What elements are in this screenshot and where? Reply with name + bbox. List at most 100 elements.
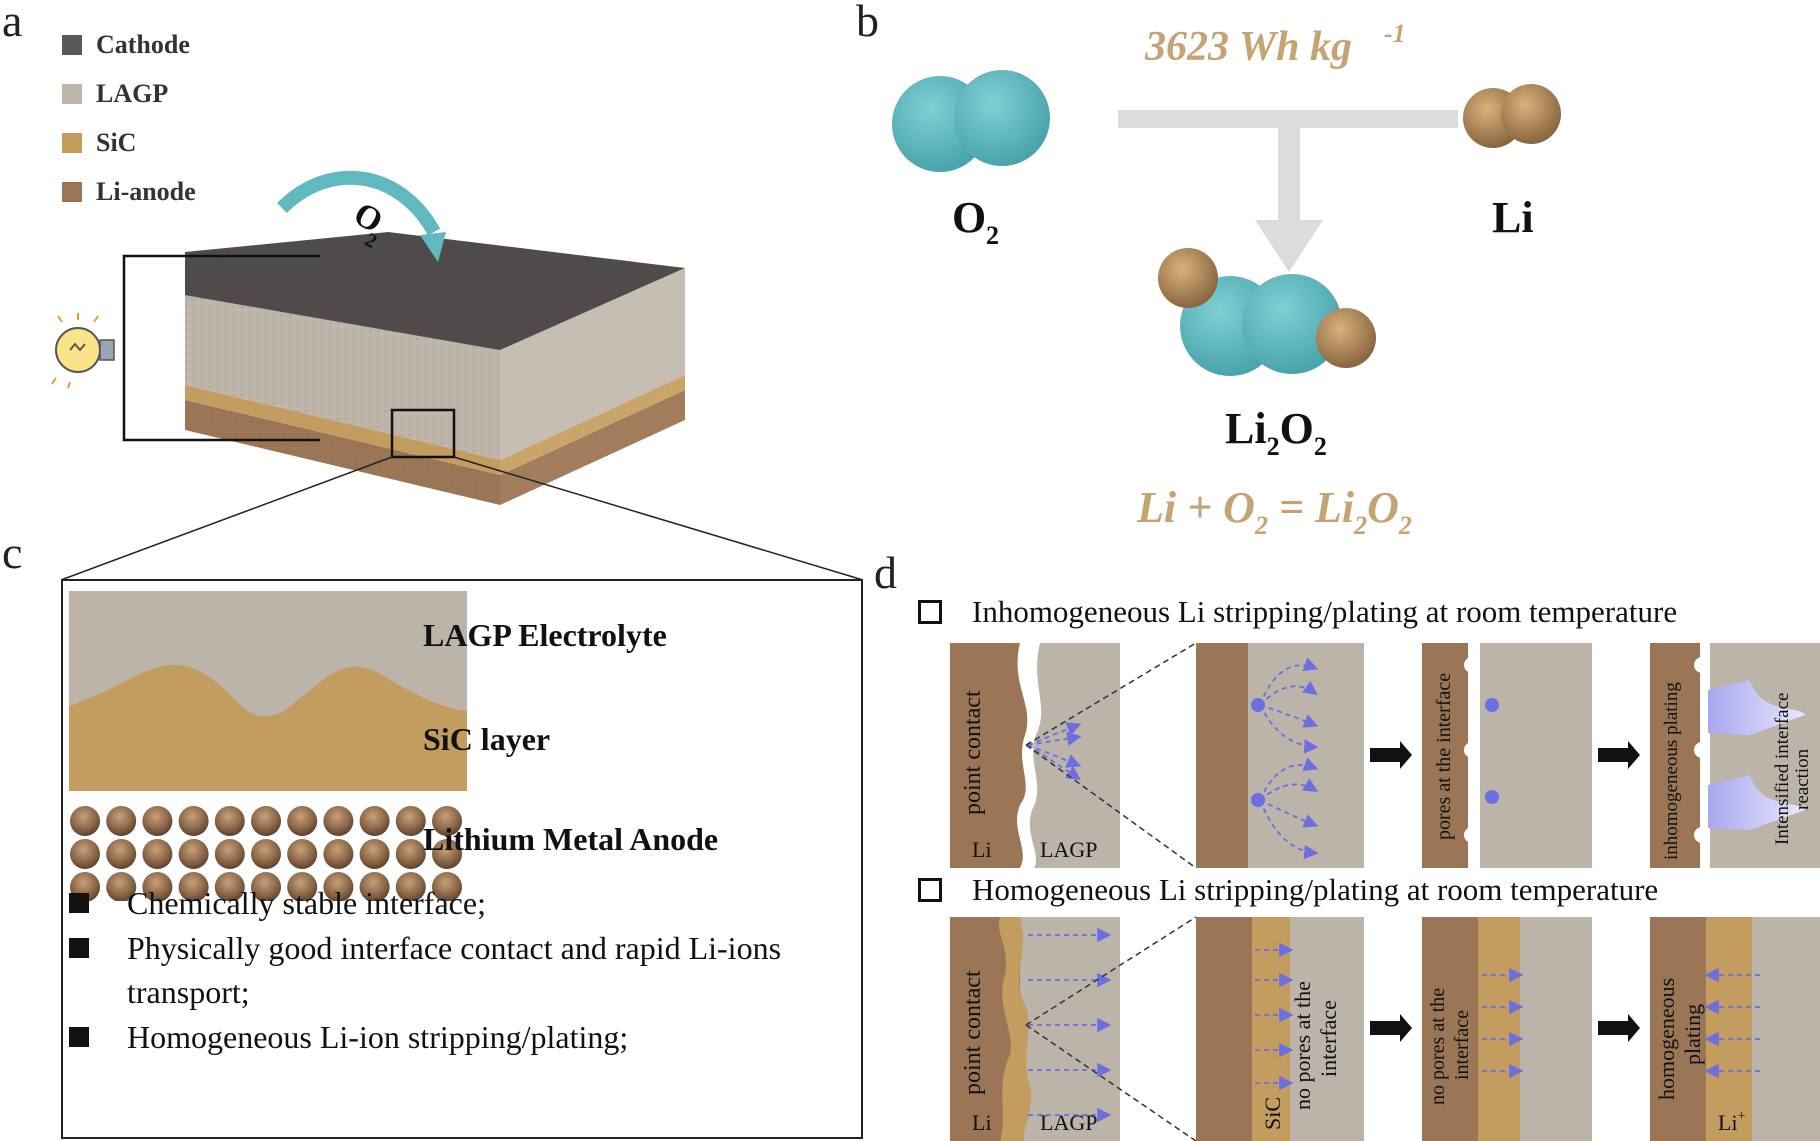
li-sphere: [287, 806, 318, 836]
li-sphere: [251, 839, 281, 869]
swatch-lagp: [62, 83, 82, 104]
li-sphere: [359, 872, 390, 901]
sic-rough: [998, 917, 1032, 1141]
circuit-wire: [122, 254, 320, 442]
product-label: Li2O2: [1225, 404, 1327, 461]
energy-density-label: 3623 Wh kg: [1144, 24, 1352, 70]
t-arrow-head: [1255, 220, 1323, 272]
arrow-right-icon: [1598, 741, 1640, 769]
homogeneous-label-2: plating: [1680, 1004, 1705, 1065]
li-atom-2: [1501, 84, 1561, 144]
li-sphere: [432, 839, 462, 869]
point-contact-label-top: point contact: [960, 690, 986, 815]
li-sphere: [323, 806, 354, 836]
sic-label-d: SiC: [1260, 1097, 1285, 1130]
legend: Cathode LAGP SiC Li-anode: [62, 20, 196, 216]
no-pores-label-2: interface: [1316, 1000, 1341, 1077]
reaction-equation: Li + O2 = Li2O2: [1136, 483, 1412, 540]
product-li-1: [1158, 248, 1218, 308]
li-sphere: [106, 806, 137, 836]
swatch-li-anode: [62, 181, 82, 202]
layer-cross-section: [69, 591, 467, 901]
li-ion-label: Li+: [1718, 1109, 1746, 1135]
lagp-label-top: LAGP: [1040, 837, 1097, 862]
arrow-right-icon: [1598, 1014, 1640, 1042]
t-arrow-stem: [1278, 128, 1300, 223]
arrow-right-icon: [1370, 1014, 1412, 1042]
li-sphere: [142, 839, 173, 869]
li-label-top: Li: [972, 837, 992, 862]
checkbox-icon: [918, 878, 942, 902]
li-sphere: [395, 839, 426, 869]
li-sphere: [70, 839, 100, 869]
cathode-top: [185, 232, 685, 350]
sic-layer: [69, 665, 467, 791]
checkbox-icon: [918, 600, 942, 624]
li-anode-front: [185, 400, 500, 505]
interface-detail-box: LAGP Electrolyte SiC layer Lithium Metal…: [61, 579, 863, 1139]
sic-side: [500, 375, 685, 475]
homogeneous-label-1: homogeneous: [1654, 978, 1679, 1100]
intensified-label-2: reaction: [1792, 748, 1813, 810]
lagp-side: [500, 268, 685, 460]
pores-label: pores at the interface: [1433, 673, 1455, 840]
li-label-bottom: Li: [972, 1110, 992, 1135]
lagp-electrolyte-label: LAGP Electrolyte: [423, 617, 667, 653]
legend-item-sic: SiC: [62, 118, 196, 167]
no-pores-label-3: no pores at the: [1427, 988, 1449, 1105]
li-anode-side: [500, 390, 685, 505]
oxygen-atom-2: [954, 70, 1050, 166]
panel-letter-a: a: [2, 0, 23, 46]
li-sphere: [323, 872, 354, 901]
lightbulb-icon: [51, 313, 115, 389]
li-sphere: [323, 839, 354, 869]
li-sphere: [214, 872, 245, 901]
li-sphere: [70, 806, 100, 836]
panel-letter-b: b: [856, 0, 879, 46]
product-li-2: [1316, 308, 1376, 368]
li-sphere: [178, 806, 209, 836]
legend-item-cathode: Cathode: [62, 20, 196, 69]
li-sphere: [142, 872, 173, 901]
swatch-cathode: [62, 34, 82, 55]
li-sphere: [214, 806, 245, 836]
no-pores-label-4: interface: [1451, 1010, 1473, 1080]
li-sphere: [106, 872, 137, 901]
li-sphere: [214, 839, 245, 869]
li-sphere: [395, 872, 426, 901]
o2-arrow: [277, 170, 441, 236]
li-sphere: [287, 872, 318, 901]
lithium-anode-label: Lithium Metal Anode: [423, 821, 719, 857]
li-sphere: [287, 839, 318, 869]
zoom-line-right: [453, 456, 864, 580]
lagp-label-bottom: LAGP: [1040, 1110, 1097, 1135]
legend-item-lagp: LAGP: [62, 69, 196, 118]
intensified-label-1: Intensified interface: [1772, 693, 1793, 845]
swatch-sic: [62, 132, 82, 153]
plating-plume-1: [1708, 680, 1805, 735]
li-sphere: [432, 806, 462, 836]
zoom-box: [390, 408, 456, 459]
t-arrow-bar: [1118, 110, 1458, 128]
o2-sub-b: 2: [986, 221, 999, 250]
li-sphere: [178, 839, 209, 869]
cathode-side-edge: [185, 252, 500, 350]
bullet-homogeneous: Homogeneous Li-ion stripping/plating;: [69, 1015, 829, 1059]
li-metal-spheres: [70, 806, 462, 901]
product-oxygen-2: [1242, 274, 1342, 374]
battery-stack-diagram: O 2: [51, 170, 864, 580]
stripping-plating-diagram: point contact Li LAGP pores at the inter…: [950, 642, 1820, 1141]
li-sphere: [178, 872, 209, 901]
li-sphere: [395, 806, 426, 836]
inhomogeneous-title: Inhomogeneous Li stripping/plating at ro…: [918, 594, 1677, 630]
point-contact-label-bottom: point contact: [960, 970, 986, 1095]
plating-plume-2: [1708, 775, 1805, 830]
gap-white: [1017, 643, 1042, 868]
li-sphere: [251, 872, 281, 901]
panel-letter-d: d: [874, 547, 897, 598]
sic-front: [185, 385, 500, 475]
o2-label-b: O: [952, 193, 986, 242]
sic-layer-label: SiC layer: [423, 721, 551, 757]
li-sphere: [251, 806, 281, 836]
inhomogeneous-plating-label: inhomogeneous plating: [1661, 682, 1682, 860]
